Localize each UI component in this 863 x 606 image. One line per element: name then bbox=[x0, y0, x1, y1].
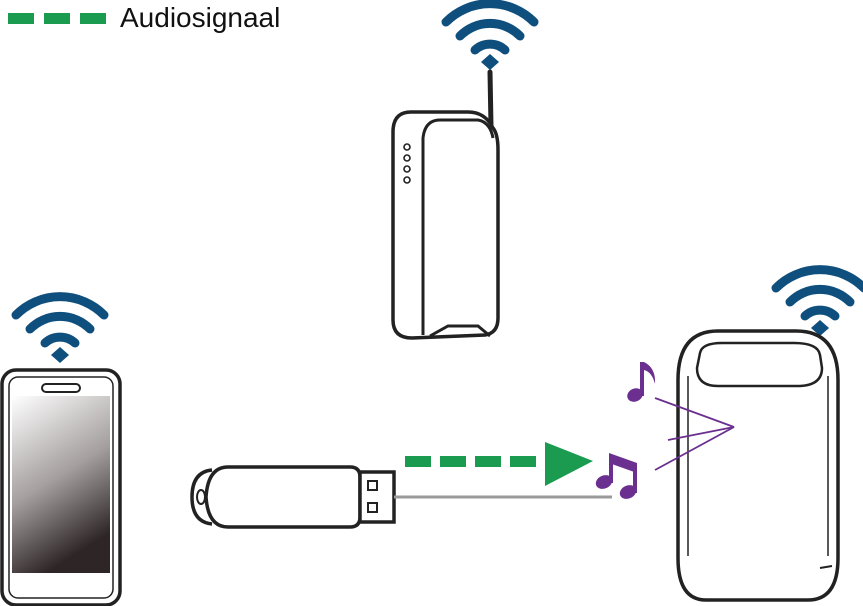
router-wifi-icon bbox=[446, 4, 534, 70]
usb-stick-icon bbox=[190, 465, 396, 529]
speaker-icon bbox=[676, 270, 863, 602]
phone-screen bbox=[12, 396, 110, 573]
audio-signal-arrow bbox=[405, 442, 593, 486]
speaker-wifi-icon bbox=[776, 270, 863, 336]
legend: Audiosignaal bbox=[8, 2, 280, 34]
music-note-double-icon bbox=[595, 453, 637, 499]
smartphone-wifi-icon bbox=[16, 297, 104, 363]
legend-label: Audiosignaal bbox=[120, 2, 281, 33]
music-note-icon bbox=[627, 362, 656, 402]
smartphone-icon bbox=[0, 297, 122, 606]
legend-dashed-line-icon bbox=[8, 12, 106, 24]
sound-lines bbox=[654, 397, 735, 471]
router-icon bbox=[391, 4, 534, 340]
